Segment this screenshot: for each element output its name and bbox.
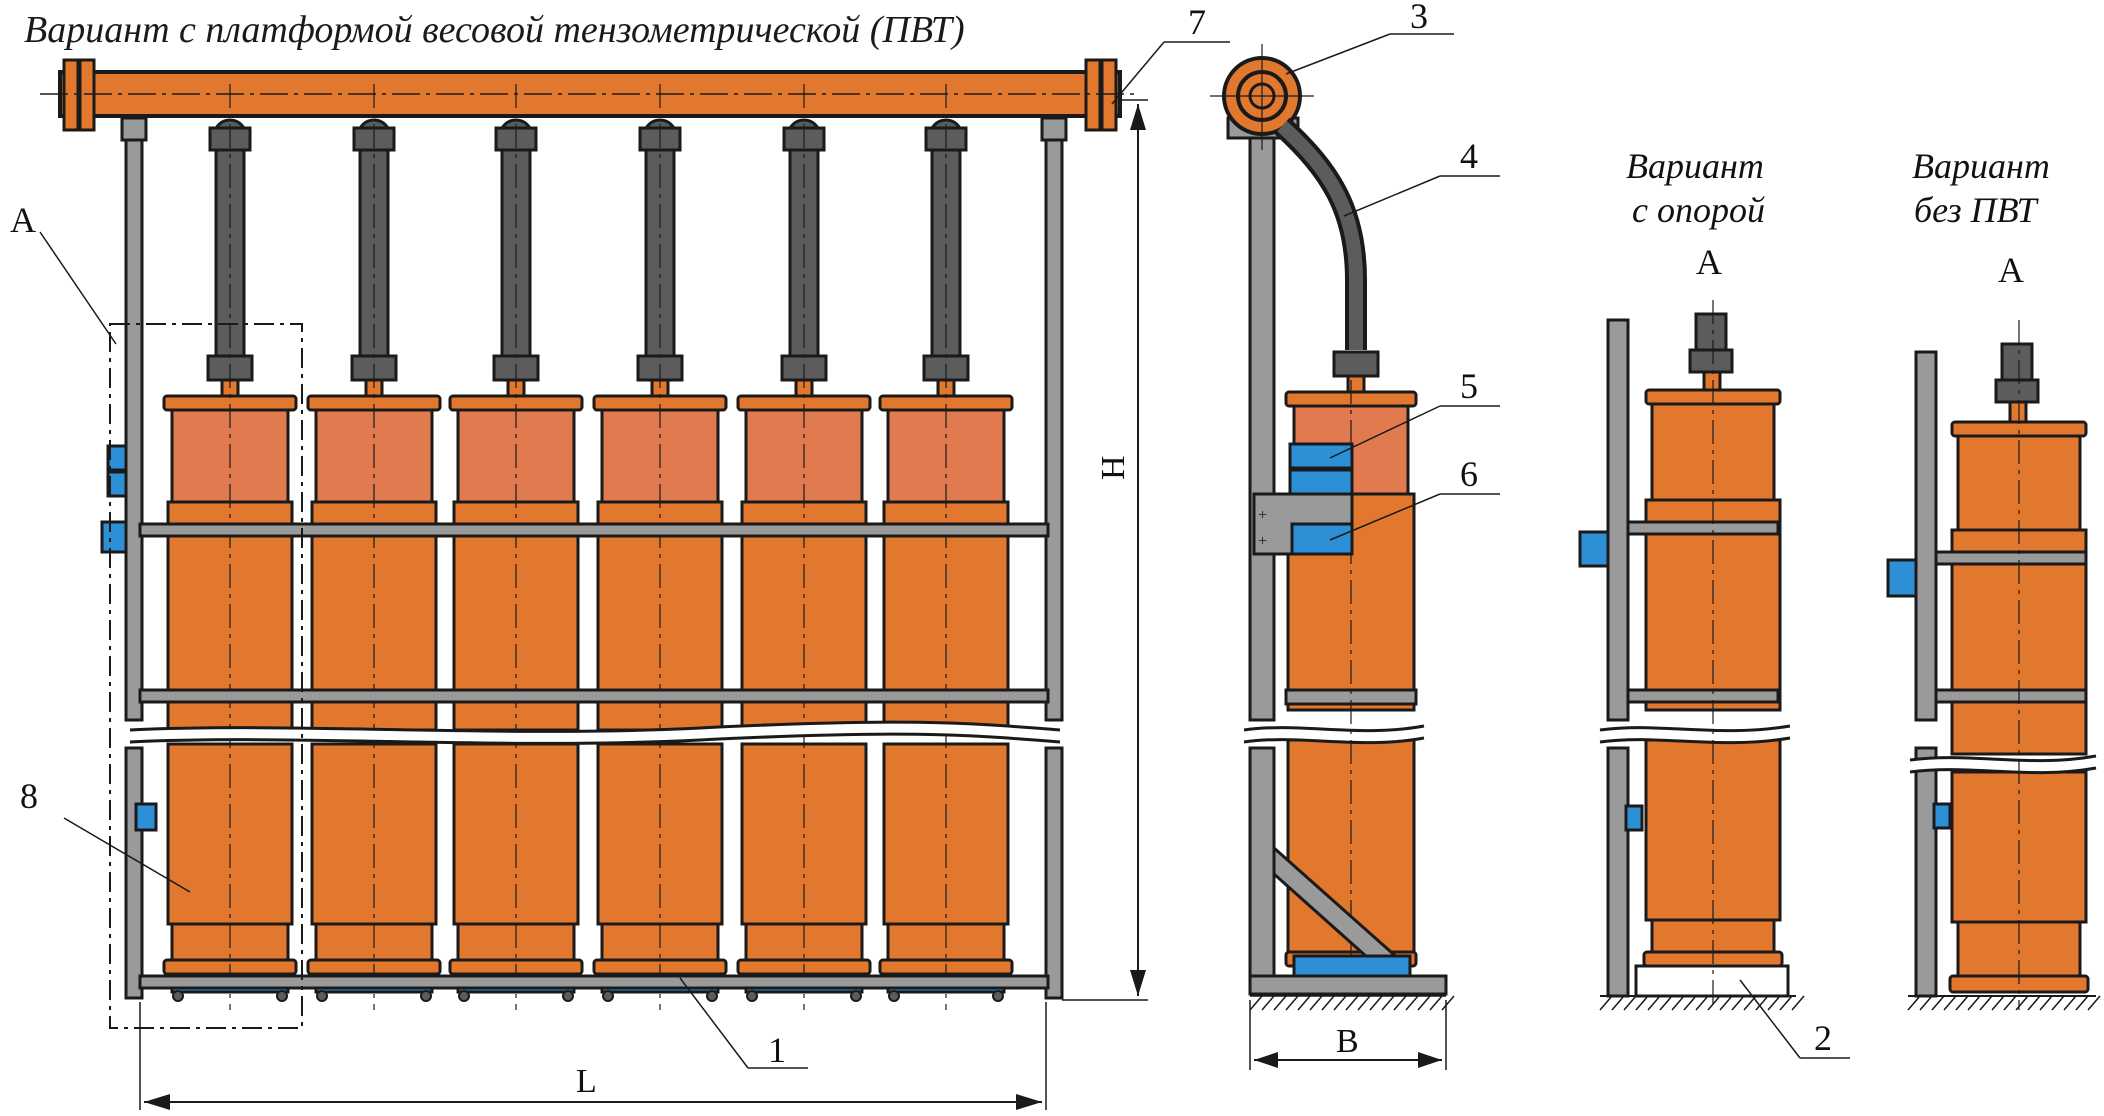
- hatch-line: [1967, 995, 1981, 1011]
- hatch-line: [1731, 995, 1745, 1011]
- callout-1: 1: [768, 1030, 786, 1070]
- svg-text:с опорой: с опорой: [1632, 190, 1765, 230]
- svg-text:А: А: [1696, 242, 1722, 282]
- hatch-line: [1429, 995, 1443, 1011]
- variant-with-support: Вариант с опорой А 2: [1578, 146, 1850, 1059]
- svg-text:Вариант: Вариант: [1912, 146, 2050, 186]
- svg-text:L: L: [576, 1063, 597, 1100]
- hatch-line: [1599, 995, 1613, 1011]
- hatch-line: [1381, 995, 1395, 1011]
- callout-4: 4: [1460, 136, 1478, 176]
- hatch-line: [1943, 995, 1957, 1011]
- hatch-line: [1743, 995, 1757, 1011]
- hatch-line: [1991, 995, 2005, 1011]
- side-view: + + B 3 4 5 6: [1210, 0, 1500, 1070]
- dimension-b: B: [1336, 1023, 1359, 1060]
- hatch-line: [2063, 995, 2077, 1011]
- hatch-line: [1393, 995, 1407, 1011]
- manifold-header: [40, 58, 1140, 132]
- hatch-line: [1907, 995, 1921, 1011]
- length-dimension: L: [139, 1002, 1047, 1110]
- hatch-line: [1309, 995, 1323, 1011]
- svg-text:+: +: [1258, 533, 1267, 550]
- hatch-line: [1919, 995, 1933, 1011]
- hatch-line: [1333, 995, 1347, 1011]
- callout-6: 6: [1460, 454, 1478, 494]
- hatch-line: [1695, 995, 1709, 1011]
- hatch-line: [2051, 995, 2065, 1011]
- retaining-bars: [129, 522, 1061, 745]
- hatch-line: [1261, 995, 1275, 1011]
- hatch-line: [1779, 995, 1793, 1011]
- hatch-line: [1791, 995, 1805, 1011]
- svg-text:без ПВТ: без ПВТ: [1914, 190, 2040, 230]
- hatch-line: [1611, 995, 1625, 1011]
- hatch-line: [1297, 995, 1311, 1011]
- hatch-line: [1755, 995, 1769, 1011]
- hatch-line: [1369, 995, 1383, 1011]
- hatch-line: [1623, 995, 1637, 1011]
- hatch-line: [1273, 995, 1287, 1011]
- hatch-line: [1417, 995, 1431, 1011]
- hatch-line: [1647, 995, 1661, 1011]
- view-a-marker: А: [10, 200, 36, 240]
- hatch-line: [1683, 995, 1697, 1011]
- hatch-line: [2027, 995, 2041, 1011]
- hatch-line: [1707, 995, 1721, 1011]
- ground-hatching: [1249, 995, 2101, 1011]
- callout-5: 5: [1460, 366, 1478, 406]
- svg-text:А: А: [1998, 250, 2024, 290]
- svg-text:Вариант: Вариант: [1626, 146, 1764, 186]
- hatch-line: [1285, 995, 1299, 1011]
- hatch-line: [2087, 995, 2101, 1011]
- height-dimension: H: [1062, 99, 1148, 1001]
- callout-8: 8: [20, 776, 38, 816]
- cylinder: [592, 84, 728, 1010]
- hatch-line: [1931, 995, 1945, 1011]
- front-view: А H L 1 7 8: [10, 2, 1230, 1110]
- hatch-line: [1767, 995, 1781, 1011]
- hatch-line: [1345, 995, 1359, 1011]
- cylinder: [736, 84, 872, 1010]
- hatch-line: [1441, 995, 1455, 1011]
- hatch-line: [1635, 995, 1649, 1011]
- callout-3: 3: [1410, 0, 1428, 36]
- variant-without-pvt: Вариант без ПВТ А: [1886, 146, 2097, 1010]
- hatch-line: [1671, 995, 1685, 1011]
- cylinder: [306, 84, 442, 1010]
- hatch-line: [1357, 995, 1371, 1011]
- callout-7: 7: [1188, 2, 1206, 42]
- hatch-line: [1321, 995, 1335, 1011]
- hatch-line: [1405, 995, 1419, 1011]
- hatch-line: [1719, 995, 1733, 1011]
- drawing-title: Вариант с платформой весовой тензометрич…: [24, 9, 965, 51]
- cylinder: [162, 84, 298, 1010]
- hatch-line: [1659, 995, 1673, 1011]
- callout-2: 2: [1814, 1018, 1832, 1058]
- view-a-boundary: [109, 323, 303, 1029]
- frame-posts: [100, 116, 1068, 1000]
- hatch-line: [2003, 995, 2017, 1011]
- svg-text:H: H: [1095, 455, 1132, 480]
- hatch-line: [2039, 995, 2053, 1011]
- hatch-line: [2075, 995, 2089, 1011]
- gas-cylinders: [162, 84, 1014, 1010]
- hatch-line: [1979, 995, 1993, 1011]
- hatch-line: [1249, 995, 1263, 1011]
- svg-text:+: +: [1258, 507, 1267, 524]
- cylinder: [878, 84, 1014, 1010]
- hatch-line: [2015, 995, 2029, 1011]
- cylinder: [448, 84, 584, 1010]
- hatch-line: [1955, 995, 1969, 1011]
- bottom-rail: [138, 974, 1050, 990]
